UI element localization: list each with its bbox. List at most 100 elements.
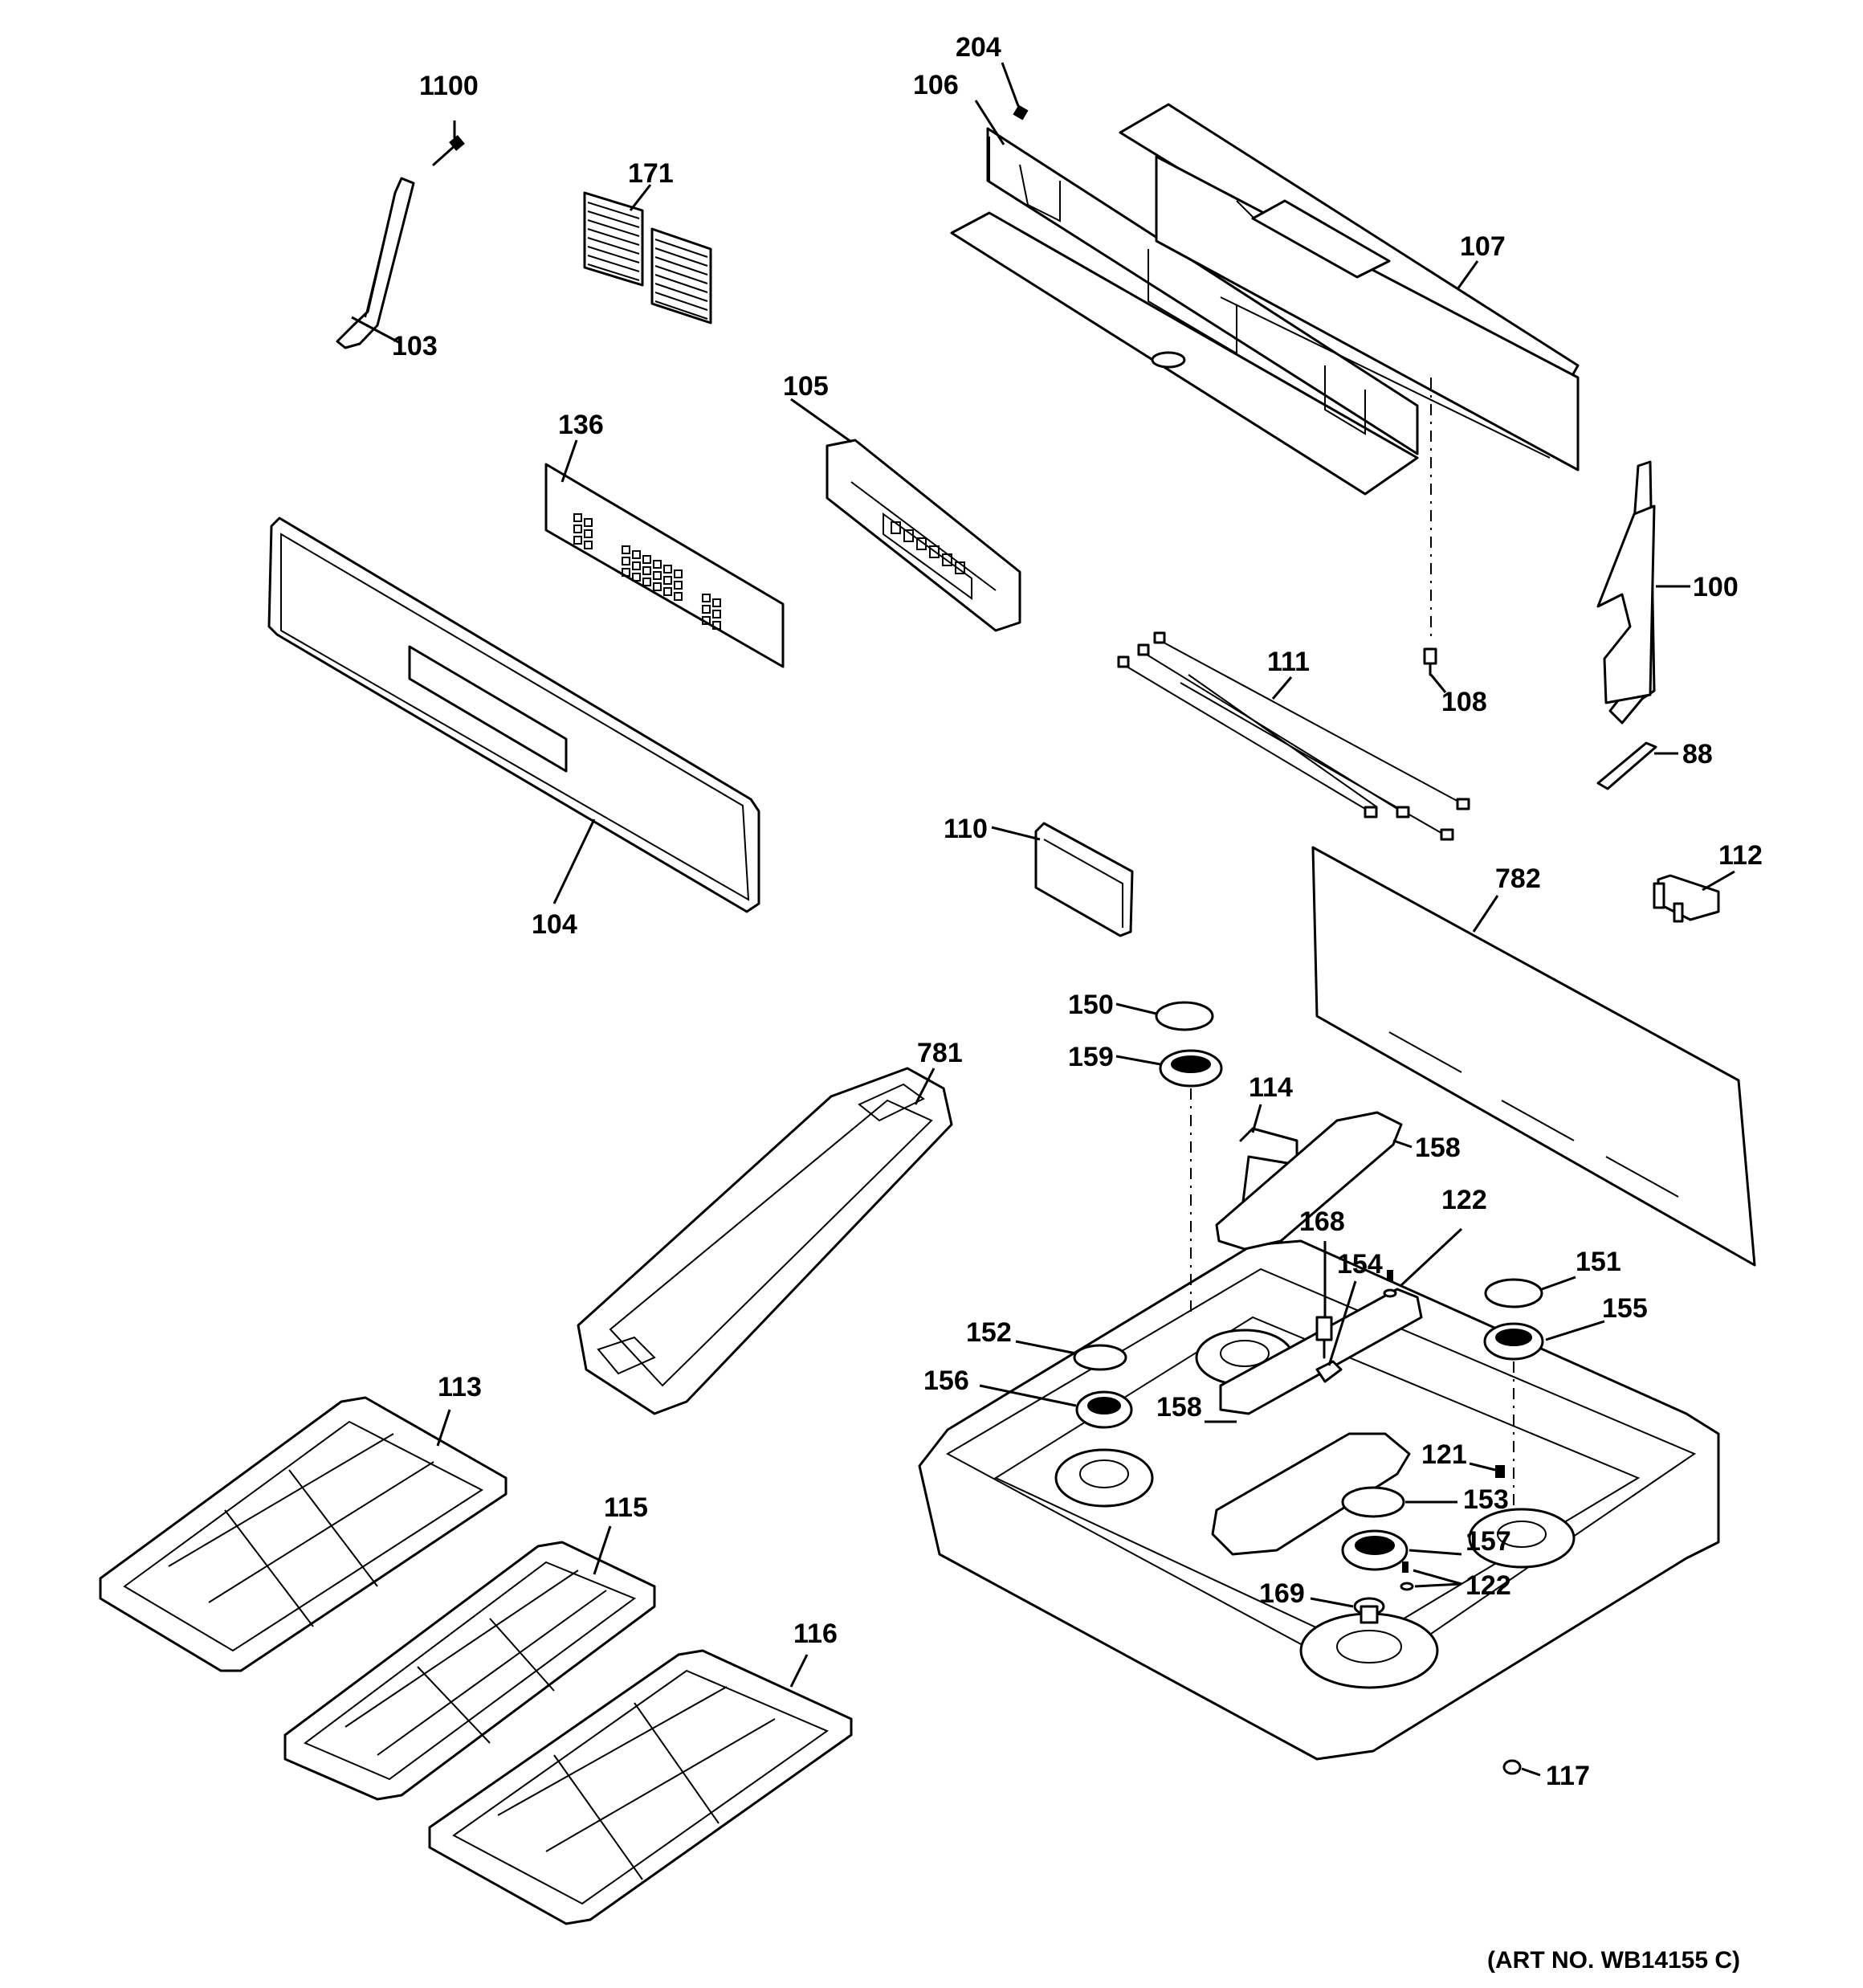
display-digit bbox=[916, 537, 927, 550]
grille-slat bbox=[587, 202, 640, 219]
keypad-button bbox=[663, 565, 672, 574]
label-150: 150 bbox=[1068, 990, 1114, 1020]
part-171-vent-grille bbox=[583, 191, 712, 325]
keypad-button bbox=[632, 573, 641, 582]
keypad-button bbox=[584, 518, 593, 527]
label-159: 159 bbox=[1068, 1042, 1114, 1072]
part-153-cap bbox=[1341, 1486, 1405, 1518]
display-digit bbox=[903, 529, 914, 542]
label-122-lower: 122 bbox=[1466, 1570, 1511, 1601]
label-168: 168 bbox=[1299, 1206, 1345, 1237]
keypad-button bbox=[622, 545, 630, 554]
part-104-control-panel bbox=[267, 516, 760, 913]
label-151: 151 bbox=[1576, 1247, 1621, 1277]
cooktop bbox=[918, 1239, 1720, 1761]
keypad-button bbox=[674, 581, 683, 590]
keypad-button bbox=[712, 621, 721, 630]
part-114-bracket bbox=[1239, 1127, 1298, 1223]
keypad-button bbox=[653, 560, 662, 569]
label-108: 108 bbox=[1441, 687, 1487, 717]
label-115: 115 bbox=[604, 1492, 648, 1523]
leader-lines bbox=[351, 62, 1735, 1777]
part-122-screw-upper bbox=[1383, 1270, 1397, 1298]
part-108-screw bbox=[1423, 378, 1437, 676]
part-152-cap bbox=[1073, 1344, 1127, 1371]
grille-slat bbox=[654, 247, 708, 267]
label-116: 116 bbox=[793, 1619, 838, 1649]
label-153: 153 bbox=[1463, 1484, 1509, 1515]
part-169-orifice bbox=[1353, 1597, 1385, 1624]
label-105: 105 bbox=[783, 371, 829, 402]
part-155-head bbox=[1483, 1322, 1544, 1510]
keypad-button bbox=[653, 571, 662, 580]
part-156-head bbox=[1075, 1390, 1133, 1429]
keypad-button bbox=[653, 582, 662, 591]
part-107-top-panel bbox=[1119, 103, 1580, 471]
display-digit bbox=[891, 521, 901, 534]
grille-slat bbox=[587, 263, 640, 281]
part-110-spark-module bbox=[1034, 822, 1134, 937]
part-158-burner-cover bbox=[1215, 1111, 1403, 1251]
display-digit bbox=[955, 561, 965, 574]
keypad-button bbox=[642, 555, 651, 564]
label-114: 114 bbox=[1249, 1072, 1293, 1103]
part-103-bracket bbox=[336, 177, 415, 349]
part-121-screw bbox=[1495, 1465, 1505, 1478]
part-1100-screw bbox=[432, 135, 465, 166]
keypad-button bbox=[584, 541, 593, 549]
keypad-button bbox=[674, 569, 683, 578]
label-158-upper: 158 bbox=[1415, 1133, 1461, 1163]
label-111: 111 bbox=[1267, 647, 1310, 677]
grille-slat bbox=[654, 283, 708, 302]
label-107: 107 bbox=[1460, 231, 1506, 262]
grille-slat bbox=[654, 292, 708, 311]
label-103: 103 bbox=[392, 331, 438, 361]
label-122-upper: 122 bbox=[1441, 1185, 1487, 1215]
label-104: 104 bbox=[532, 909, 577, 940]
part-151-cap bbox=[1484, 1278, 1543, 1308]
label-155: 155 bbox=[1602, 1293, 1648, 1324]
part-122-screw-lower bbox=[1400, 1561, 1414, 1591]
part-116-grate bbox=[428, 1649, 853, 1925]
part-106-back-trim bbox=[950, 127, 1419, 496]
part-100-side-trim bbox=[1596, 460, 1656, 725]
keypad-button bbox=[622, 568, 630, 577]
part-115-grate bbox=[283, 1541, 656, 1801]
keypad-button bbox=[663, 576, 672, 585]
label-117: 117 bbox=[1546, 1761, 1590, 1791]
part-150-cap bbox=[1155, 1001, 1214, 1031]
grille-slat bbox=[587, 210, 640, 228]
display-digit bbox=[942, 553, 952, 566]
label-158-lower: 158 bbox=[1156, 1392, 1202, 1423]
part-154-electrode bbox=[1315, 1360, 1343, 1383]
label-113: 113 bbox=[438, 1372, 482, 1402]
label-110: 110 bbox=[944, 814, 988, 844]
keypad-button bbox=[702, 616, 711, 625]
keypad-button bbox=[584, 529, 593, 538]
part-117-nut bbox=[1502, 1759, 1522, 1775]
keypad-button bbox=[573, 525, 582, 533]
art-number: (ART NO. WB14155 C) bbox=[1487, 1947, 1740, 1974]
part-204-screw bbox=[1013, 104, 1029, 120]
grille-slat bbox=[654, 265, 708, 284]
keypad-button bbox=[642, 566, 651, 575]
display-digit bbox=[929, 545, 940, 558]
part-168-screw bbox=[1315, 1316, 1333, 1359]
keypad-button bbox=[663, 587, 672, 596]
part-113-grate bbox=[99, 1396, 508, 1672]
grille-slat bbox=[587, 246, 640, 263]
label-1100: 1100 bbox=[419, 71, 479, 101]
part-111-wire-harness bbox=[1117, 631, 1470, 841]
label-106: 106 bbox=[913, 70, 959, 100]
label-88: 88 bbox=[1682, 739, 1713, 769]
part-782-heat-shield bbox=[1311, 846, 1756, 1267]
label-156: 156 bbox=[923, 1365, 969, 1396]
label-152: 152 bbox=[966, 1317, 1012, 1348]
grille-slat bbox=[654, 274, 708, 293]
keypad-button bbox=[632, 561, 641, 570]
keypad-button bbox=[642, 578, 651, 586]
label-171: 171 bbox=[628, 158, 674, 189]
label-136: 136 bbox=[558, 410, 604, 440]
